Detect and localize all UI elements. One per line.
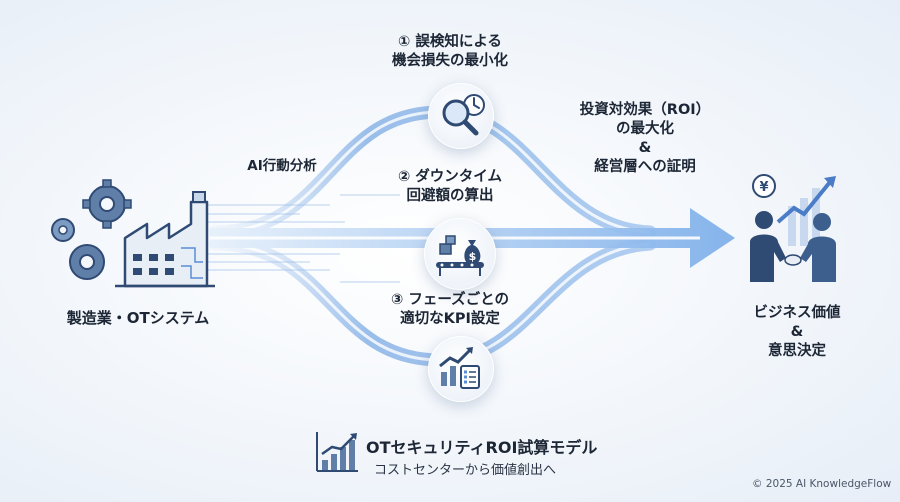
copyright: © 2025 AI KnowledgeFlow bbox=[752, 478, 892, 490]
magnifier-clock-icon bbox=[442, 94, 485, 136]
growth-chart-checklist-icon bbox=[439, 347, 480, 389]
left-label: 製造業・OTシステム bbox=[66, 309, 210, 327]
branch-1-label: ① 誤検知による 機会損失の最小化 bbox=[392, 34, 508, 69]
branch-3-label: ③ フェーズごとの 適切なKPI設定 bbox=[391, 292, 509, 327]
footer-title: OTセキュリティROI試算モデル bbox=[366, 438, 598, 457]
analysis-label: AI行動分析 bbox=[247, 158, 317, 174]
conveyor-money-bag-icon: $ bbox=[436, 235, 484, 276]
footer-subtitle: コストセンターから価値創出へ bbox=[374, 463, 557, 478]
factory-gears-icon bbox=[51, 179, 215, 288]
bar-chart-growth-icon bbox=[316, 432, 358, 472]
right-label: ビジネス価値 & 意思決定 bbox=[753, 305, 841, 359]
branch-1-icon-circle bbox=[428, 83, 494, 149]
handshake-yen-growth-icon: ¥ bbox=[750, 174, 836, 282]
branch-2-icon-circle: $ bbox=[424, 218, 496, 290]
svg-text:$: $ bbox=[469, 250, 477, 263]
svg-text:¥: ¥ bbox=[759, 180, 768, 195]
result-label: 投資対効果（ROI） の最大化 & 経営層への証明 bbox=[579, 102, 711, 175]
branch-2-label: ② ダウンタイム 回避額の算出 bbox=[397, 169, 503, 204]
branch-3-icon-circle bbox=[428, 336, 494, 402]
